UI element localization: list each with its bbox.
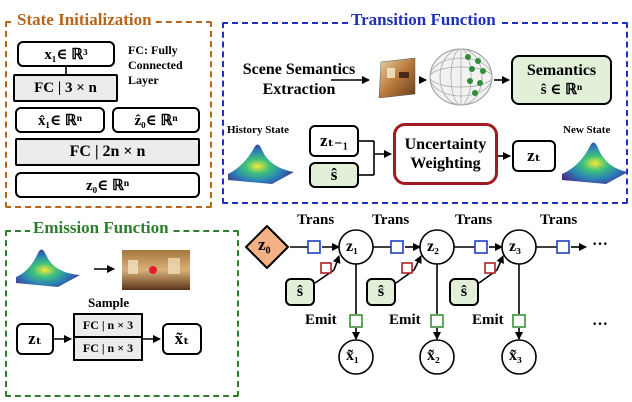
state-z1: z₁ [346,238,358,255]
trans-label-1: Trans [297,212,335,228]
new-state-surface-plot [560,136,630,186]
chain-ellipsis-top: ··· [592,236,609,253]
emit-label-3: Emit [472,312,504,328]
state-init-title: State Initialization [14,10,155,30]
fc-2n-box: FC | 2n × n [15,138,200,166]
chain-ellipsis-bottom: ··· [592,316,609,333]
output-x2: x̃₂ [427,347,440,364]
state-z2: z₂ [427,238,439,255]
z0-box: z₀∈ ℝⁿ [15,172,200,198]
fc-n3-box-2: FC | n × 3 [73,336,143,361]
x1-box: x₁∈ ℝ³ [17,41,115,67]
z0-label: z₀ [258,235,271,254]
trans-label-3: Trans [455,212,493,228]
new-state-label: New State [563,124,611,136]
z0hat-box: ẑ₀∈ ℝⁿ [112,107,200,133]
emission-surface-plot [14,243,82,289]
semantics-title: Semantics [526,61,597,79]
room-image [375,57,419,99]
z-prev-box: zₜ₋₁ [309,125,359,157]
semantics-box: Semantics ŝ ∈ ℝⁿ [511,55,612,105]
panorama-image [122,250,190,290]
chain-s-hat-1: ŝ [285,278,315,306]
state-z3: z₃ [509,238,521,255]
chain-s-hat-2: ŝ [366,278,396,306]
z0-diamond [244,224,290,270]
chain-s-hat-3: ŝ [449,278,479,306]
semantics-formula: ŝ ∈ ℝⁿ [540,81,583,98]
emit-label-1: Emit [305,312,337,328]
output-x1: x̃₁ [346,347,359,364]
sample-label: Sample [88,295,130,310]
output-x3: x̃₃ [509,347,522,364]
uncertainty-weighting-box: Uncertainty Weighting [393,123,498,185]
sphere-grid-icon [428,47,494,107]
scene-semantics-label: Scene Semantics Extraction [242,61,356,98]
x1hat-box: x̂₁∈ ℝⁿ [15,107,105,133]
transition-title: Transition Function [348,10,499,30]
emission-z-t-box: zₜ [16,323,54,355]
history-surface-plot [226,136,296,186]
emission-title: Emission Function [30,218,172,238]
emit-label-2: Emit [389,312,421,328]
trans-label-2: Trans [372,212,410,228]
emission-x-t-box: x̃ₜ [162,323,202,355]
s-hat-box: ŝ [309,162,359,188]
fc-3n-box: FC | 3 × n [13,74,118,102]
fc-note: FC: Fully Connected Layer [128,43,183,87]
z-t-box: zₜ [512,140,556,172]
trans-label-4: Trans [540,212,578,228]
history-state-label: History State [227,124,290,136]
